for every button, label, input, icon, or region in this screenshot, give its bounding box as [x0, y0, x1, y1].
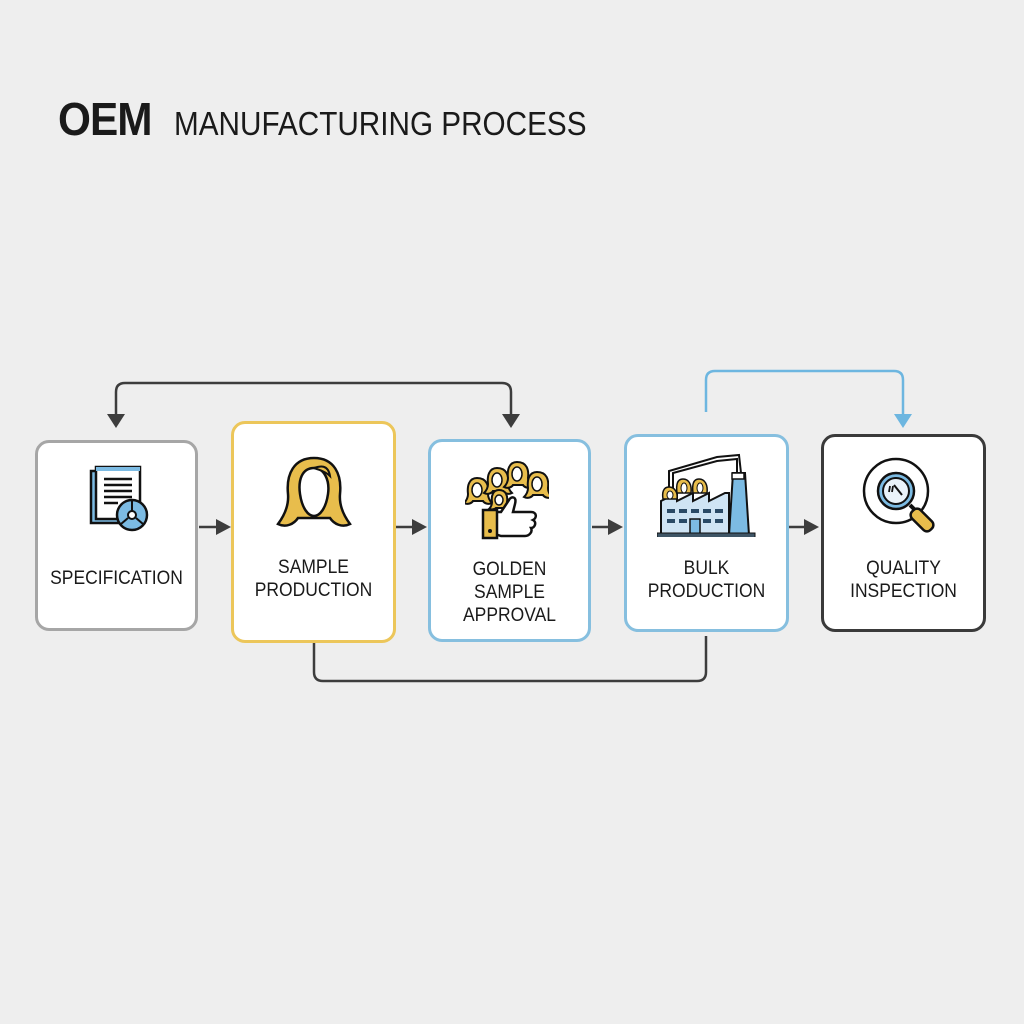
magnifier-icon	[862, 457, 935, 533]
step-label: BULK PRODUCTION	[647, 558, 766, 602]
step-golden-sample-approval: GOLDEN SAMPLE APPROVAL	[428, 439, 591, 642]
arrow-sample-to-golden	[396, 519, 427, 535]
hair-wig-icon	[276, 456, 352, 527]
loop-connector-bulk-quality	[704, 369, 905, 414]
factory-icon	[657, 453, 756, 537]
step-quality-inspection: QUALITY INSPECTION	[821, 434, 986, 632]
loop-connector-spec-golden	[114, 381, 513, 414]
page-title: OEM MANUFACTURING PROCESS	[58, 92, 632, 146]
step-label: QUALITY INSPECTION	[850, 558, 957, 602]
arrowhead-down-golden	[502, 414, 520, 428]
title-secondary: MANUFACTURING PROCESS	[173, 105, 587, 142]
arrow-spec-to-sample	[199, 519, 231, 535]
step-sample-production: SAMPLE PRODUCTION	[231, 421, 396, 643]
step-label: SAMPLE PRODUCTION	[254, 557, 373, 601]
thumbs-up-wigs-icon	[465, 460, 549, 540]
step-specification: SPECIFICATION	[35, 440, 198, 631]
arrow-bulk-to-quality	[789, 519, 819, 535]
loop-connector-sample-bulk	[312, 636, 708, 683]
arrowhead-down-quality	[894, 414, 912, 428]
step-bulk-production: BULK PRODUCTION	[624, 434, 789, 632]
arrowhead-down-spec	[107, 414, 125, 428]
document-gear-icon	[89, 465, 149, 532]
step-label: GOLDEN SAMPLE APPROVAL	[463, 559, 556, 626]
step-label: SPECIFICATION	[50, 568, 183, 589]
title-primary: OEM	[58, 93, 153, 145]
arrow-golden-to-bulk	[592, 519, 623, 535]
